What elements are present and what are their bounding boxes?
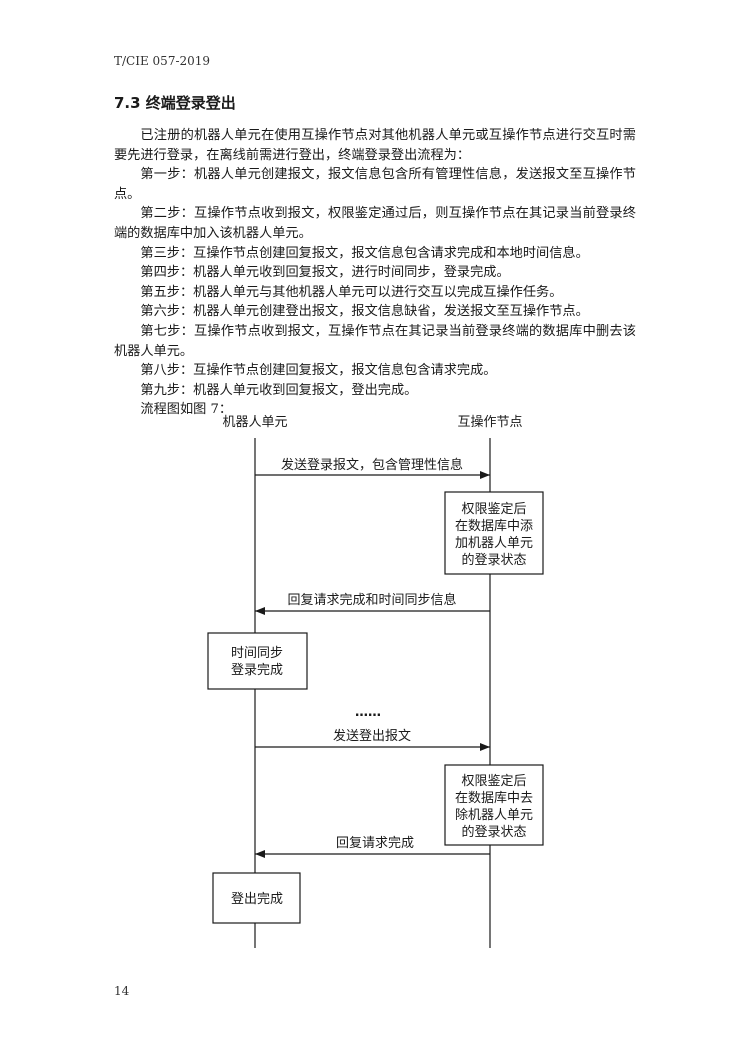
paragraph-step-7: 第七步：互操作节点收到报文，互操作节点在其记录当前登录终端的数据库中删去该机器人… [114,323,636,359]
process-box-auth-add-line-4: 的登录状态 [461,552,526,568]
message-login-label: 发送登录报文，包含管理性信息 [281,457,463,473]
participant-interop-node: 互操作节点 [457,414,522,430]
paragraph-step-8: 第八步：互操作节点创建回复报文，报文信息包含请求完成。 [140,363,497,379]
process-box-auth-add [444,491,544,575]
paragraph-step-5: 第五步：机器人单元与其他机器人单元可以进行交互以完成互操作任务。 [140,284,563,300]
process-box-auth-remove-line-1: 权限鉴定后 [461,773,526,789]
paragraph-step-3: 第三步：互操作节点创建回复报文，报文信息包含请求完成和本地时间信息。 [140,245,589,261]
page-number: 14 [114,984,130,998]
process-box-login-done-line-1: 时间同步 [231,646,283,661]
paragraph-step-2: 第二步：互操作节点收到报文，权限鉴定通过后，则互操作节点在其记录当前登录终端的数… [114,206,636,241]
document-code: T/CIE 057-2019 [114,54,211,68]
paragraph-intro: 已注册的机器人单元在使用互操作节点对其他机器人单元或互操作节点进行交互时需要先进… [114,128,636,163]
participant-robot-unit: 机器人单元 [222,415,287,430]
paragraph-figure-ref: 流程图如图 7： [140,402,233,418]
process-box-auth-add-line-2: 在数据库中添 [455,518,533,534]
paragraph-step-1: 第一步：机器人单元创建报文，报文信息包含所有管理性信息，发送报文至互操作节点。 [114,167,636,202]
paragraph-step-6: 第六步：机器人单元创建登出报文，报文信息缺省，发送报文至互操作节点。 [140,304,589,320]
message-reply-done-label: 回复请求完成 [336,836,414,851]
process-box-logout-done [212,872,301,924]
process-box-login-done [207,632,308,690]
process-box-auth-add-line-3: 加机器人单元 [455,536,533,551]
process-box-auth-remove-line-4: 的登录状态 [461,824,526,840]
message-logout-label: 发送登出报文 [333,728,411,744]
process-box-login-done-line-2: 登录完成 [231,663,283,678]
paragraph-step-9: 第九步：机器人单元收到回复报文，登出完成。 [140,382,418,398]
process-box-auth-remove-line-3: 除机器人单元 [455,808,533,823]
paragraph-step-4: 第四步：机器人单元收到回复报文，进行时间同步，登录完成。 [140,265,510,281]
process-box-auth-add-line-1: 权限鉴定后 [461,501,526,517]
process-box-logout-done-line-1: 登出完成 [231,892,283,907]
ellipsis: …… [355,705,381,720]
process-box-auth-remove [444,764,544,846]
section-title: 7.3 终端登录登出 [114,94,236,112]
process-box-auth-remove-line-2: 在数据库中去 [455,790,533,806]
message-reply-sync-label: 回复请求完成和时间同步信息 [287,592,456,608]
body-text: 已注册的机器人单元在使用互操作节点对其他机器人单元或互操作节点进行交互时需要先进… [114,126,636,420]
